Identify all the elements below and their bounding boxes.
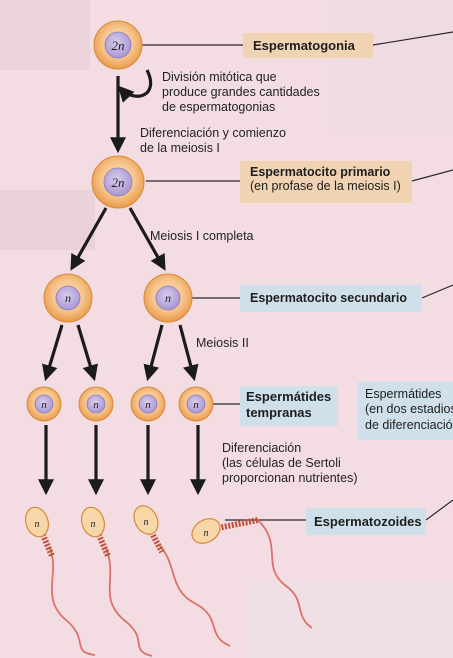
ploidy-label-sperm-1: n	[35, 519, 40, 530]
ploidy-label-sperm-4: n	[204, 528, 209, 539]
ploidy-label-sperm-3: n	[144, 517, 149, 528]
ploidy-label-sperm-2: n	[91, 519, 96, 530]
ploidy-label-spermatid-2: n	[93, 399, 99, 411]
label-spermatozoa: Espermatozoides	[306, 508, 426, 535]
ploidy-label-secondary-right: n	[165, 291, 171, 305]
sperm-2: n	[80, 506, 153, 657]
ploidy-label-spermatid-1: n	[41, 399, 47, 411]
cell-spermatid-4: n	[178, 386, 214, 422]
spermatozoa-group: n n n n	[24, 505, 313, 657]
ploidy-label-spermatogonia: 2n	[112, 38, 125, 53]
label-primary-spermatocyte: Espermatocito primario (en profase de la…	[240, 161, 412, 203]
primary-title: Espermatocito primario	[250, 165, 391, 179]
cell-secondary-left: n	[43, 273, 93, 323]
mitosis-loop-arrow	[117, 69, 153, 103]
mitotic-division-note: División mitótica que produce grandes ca…	[162, 70, 320, 114]
connector-edge-spermatozoa	[425, 499, 453, 521]
meiosis-1-note: Meiosis I completa	[150, 229, 254, 243]
arrow-m2-2	[76, 324, 98, 382]
label-secondary-spermatocyte: Espermatocito secundario	[240, 285, 422, 312]
arrow-to-secondary-right	[128, 207, 166, 271]
connector-edge-top	[372, 31, 453, 46]
cell-spermatid-2: n	[78, 386, 114, 422]
ploidy-label-secondary-left: n	[65, 291, 71, 305]
sperm-4: n	[191, 517, 313, 629]
label-early-spermatids: Espermátides tempranas	[240, 386, 338, 426]
connector-edge-primary	[411, 169, 453, 182]
label-spermatogonia: Espermatogonia	[243, 33, 373, 58]
arrow-to-secondary-left	[70, 207, 108, 271]
cell-spermatid-1: n	[26, 386, 62, 422]
arrow-m2-4	[178, 324, 199, 382]
sperm-1: n	[24, 506, 96, 656]
ploidy-label-spermatid-4: n	[193, 399, 199, 411]
ploidy-label-primary: 2n	[112, 175, 125, 190]
differentiation-meiosis-note: Diferenciación y comienzo de la meiosis …	[140, 126, 286, 155]
arrow-m2-3	[143, 324, 164, 382]
sperm-3: n	[133, 505, 231, 647]
cell-spermatid-3: n	[130, 386, 166, 422]
cells: 2n 2n n n n	[26, 20, 214, 422]
connector-edge-secondary	[421, 284, 453, 299]
differentiation-sertoli-note: Diferenciación (las células de Sertoli p…	[222, 441, 358, 485]
side-box-spermatids: Espermátides (en dos estadios de diferen…	[358, 382, 453, 440]
arrow-m2-1	[42, 324, 64, 382]
arrows	[38, 69, 206, 496]
meiosis-2-note: Meiosis II	[196, 336, 249, 350]
connector-lines	[140, 31, 453, 521]
cell-spermatogonia: 2n	[93, 20, 143, 70]
cell-secondary-right: n	[143, 273, 193, 323]
cell-primary-spermatocyte: 2n	[91, 155, 145, 209]
ploidy-label-spermatid-3: n	[145, 399, 151, 411]
primary-subtitle: (en profase de la meiosis I)	[250, 179, 401, 193]
